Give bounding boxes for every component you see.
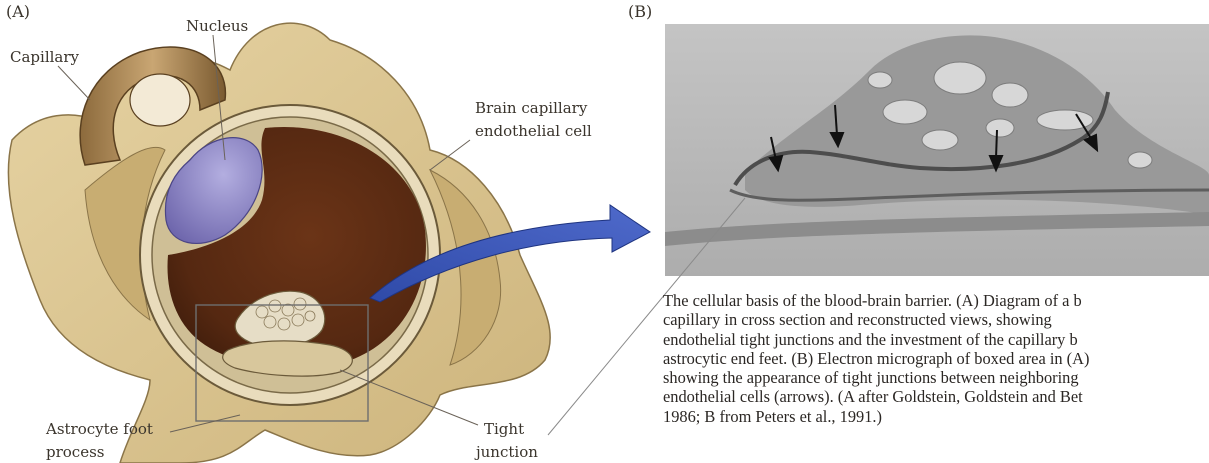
label-tight-line2: junction [474,443,538,461]
label-nucleus: Nucleus [186,17,248,35]
caption-line: astrocytic end feet. (B) Electron microg… [663,349,1209,368]
label-endothelial-line1: Brain capillary [475,99,588,117]
figure-caption: The cellular basis of the blood-brain ba… [663,291,1209,426]
panel-b-label: (B) [628,2,652,21]
leader-capillary [58,66,90,100]
label-astrocyte-line2: process [46,443,104,461]
caption-line: capillary in cross section and reconstru… [663,310,1209,329]
caption-line: 1986; B from Peters et al., 1991.) [663,407,1209,426]
panel-a-label: (A) [6,2,30,21]
label-endothelial-line2: endothelial cell [475,122,592,140]
capillary-tube-opening [130,74,190,126]
caption-line: The cellular basis of the blood-brain ba… [663,291,1209,310]
caption-line: showing the appearance of tight junction… [663,368,1209,387]
label-capillary: Capillary [10,48,80,66]
label-tight-line1: Tight [484,420,524,438]
caption-line: endothelial tight junctions and the inve… [663,330,1209,349]
panel-a-diagram: (A) Nucleus Capillary Brain capillary en… [6,2,650,463]
label-astrocyte-line1: Astrocyte foot [45,420,153,438]
caption-line: endothelial cells (arrows). (A after Gol… [663,387,1209,406]
